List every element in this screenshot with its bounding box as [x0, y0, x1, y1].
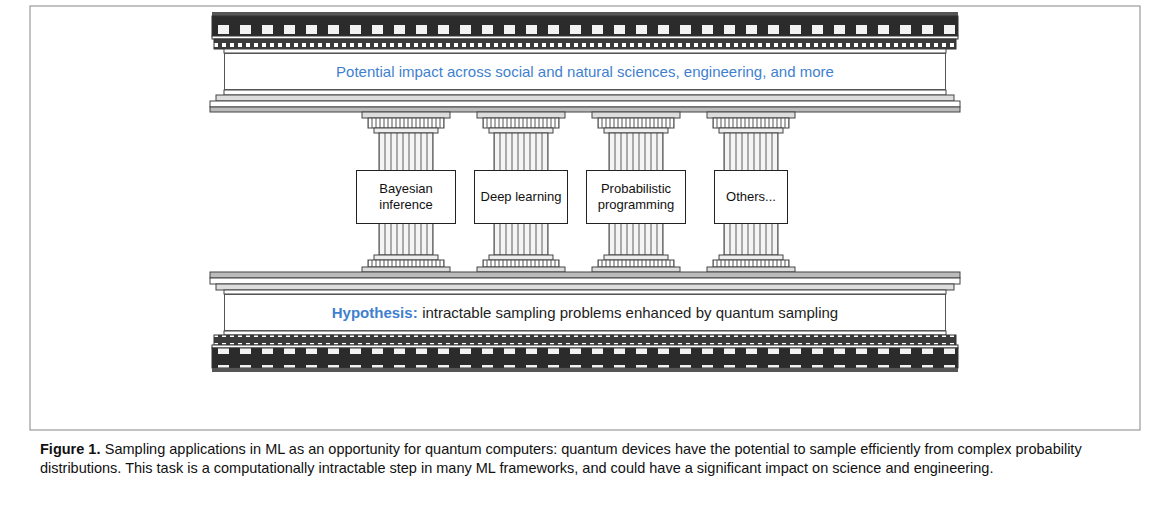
columns	[362, 112, 795, 272]
figure-frame	[30, 6, 1140, 430]
entablature	[210, 12, 960, 112]
column-label-box: Others...	[714, 170, 788, 224]
column-label-box: Deep learning	[474, 170, 569, 224]
band-text: Potential impact across social and natur…	[336, 63, 834, 80]
band-text: Hypothesis:	[332, 304, 418, 321]
figure-caption: Figure 1.Sampling applications in ML as …	[40, 440, 1130, 478]
stylobate	[210, 272, 960, 372]
box-text: Others...	[726, 189, 776, 205]
box-text: Bayesian inference	[363, 181, 449, 214]
band-text: intractable sampling problems enhanced b…	[422, 304, 838, 321]
box-text: Deep learning	[481, 189, 562, 205]
temple-band: Potential impact across social and natur…	[224, 53, 946, 90]
box-text: Probabilistic programming	[593, 181, 679, 214]
temple-band: Hypothesis:intractable sampling problems…	[224, 294, 946, 331]
column-label-box: Bayesian inference	[356, 170, 456, 224]
column-label-box: Probabilistic programming	[586, 170, 686, 224]
caption-text: Sampling applications in ML as an opport…	[40, 441, 1082, 476]
figure-number: Figure 1.	[40, 441, 100, 457]
